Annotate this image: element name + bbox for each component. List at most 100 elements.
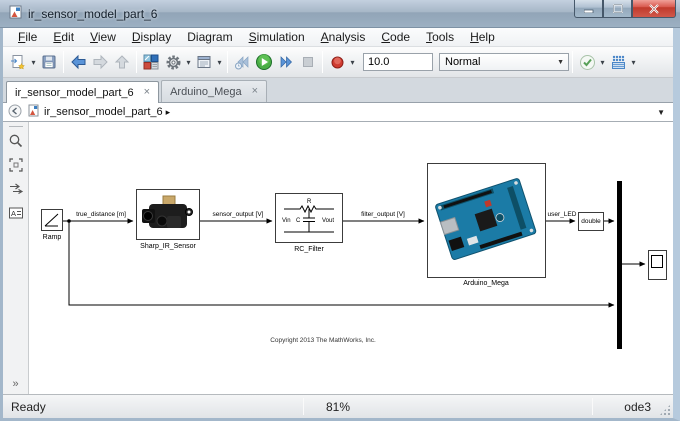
- solver-name[interactable]: ode3: [624, 399, 651, 414]
- arduino-mega-block[interactable]: [427, 163, 546, 278]
- maximize-button[interactable]: [603, 0, 632, 18]
- mux-block[interactable]: [617, 181, 622, 349]
- menu-display[interactable]: Display: [131, 30, 172, 44]
- model-explorer-button[interactable]: [193, 51, 215, 73]
- scope-block[interactable]: [648, 250, 667, 280]
- menu-tools[interactable]: Tools: [426, 30, 455, 44]
- build-button[interactable]: [607, 51, 629, 73]
- sim-mode-dropdown-icon: ▼: [557, 58, 564, 66]
- back-button[interactable]: [67, 51, 89, 73]
- breadcrumb-arrow-icon[interactable]: ▸: [165, 106, 171, 117]
- model-canvas[interactable]: Ramp Sharp_IR_Sensor R: [29, 122, 673, 394]
- toolbar: ▾ ▾ ▾: [3, 47, 673, 78]
- fit-to-view-button[interactable]: [6, 155, 26, 175]
- menu-bar: File Edit View Display Diagram Simulation Anal…: [3, 28, 673, 47]
- maximize-icon: [612, 4, 623, 13]
- ramp-block[interactable]: [41, 209, 63, 231]
- model-settings-button[interactable]: [162, 51, 184, 73]
- signal-label-sensor-output: sensor_output [V]: [212, 211, 264, 218]
- title-bar[interactable]: ir_sensor_model_part_6: [0, 0, 680, 28]
- step-forward-button[interactable]: [275, 51, 297, 73]
- fit-view-icon: [8, 158, 23, 172]
- run-button[interactable]: [253, 51, 275, 73]
- tab-label: Arduino_Mega: [170, 85, 242, 98]
- copyright-annotation: Copyright 2013 The MathWorks, Inc.: [270, 337, 376, 344]
- tab-close-icon[interactable]: ×: [251, 85, 259, 97]
- block-label-sharp: Sharp_IR_Sensor: [140, 243, 196, 250]
- library-browser-button[interactable]: [140, 51, 162, 73]
- status-separator: [303, 398, 304, 415]
- annotation-button[interactable]: A: [6, 203, 26, 223]
- rc-filter-block[interactable]: R Vin C Vout: [275, 193, 343, 243]
- main-area: A »: [3, 122, 673, 394]
- window-title: ir_sensor_model_part_6: [28, 6, 158, 21]
- gear-icon: [166, 55, 180, 69]
- model-explorer-caret[interactable]: ▾: [217, 57, 222, 67]
- signal-routing-button[interactable]: [6, 179, 26, 199]
- menu-diagram[interactable]: Diagram: [187, 30, 233, 44]
- status-bar: Ready 81% ode3: [3, 394, 673, 418]
- model-advisor-button[interactable]: [576, 51, 598, 73]
- signal-label-filter-output: filter_output [V]: [361, 211, 405, 218]
- new-model-button[interactable]: [7, 51, 29, 73]
- model-explorer-icon: [197, 56, 211, 68]
- sim-mode-value: Normal: [445, 56, 481, 68]
- close-button[interactable]: [632, 0, 676, 18]
- menu-help[interactable]: Help: [470, 30, 495, 44]
- data-type-conversion-block[interactable]: double: [578, 212, 604, 231]
- record-caret[interactable]: ▾: [350, 57, 355, 67]
- toolbar-separator: [136, 51, 137, 73]
- scope-icon: [651, 255, 663, 268]
- block-label-arduino: Arduino_Mega: [463, 280, 509, 287]
- forward-button[interactable]: [89, 51, 111, 73]
- build-caret[interactable]: ▾: [631, 57, 636, 67]
- sharp-ir-sensor-block[interactable]: [136, 189, 200, 240]
- new-model-caret[interactable]: ▾: [31, 57, 36, 67]
- tab-close-icon[interactable]: ×: [143, 86, 151, 98]
- record-button[interactable]: [326, 51, 348, 73]
- menu-simulation[interactable]: Simulation: [248, 30, 305, 44]
- save-button[interactable]: [38, 51, 60, 73]
- record-icon: [331, 56, 343, 68]
- save-icon: [42, 55, 56, 69]
- tab-arduino-mega[interactable]: Arduino_Mega ×: [161, 80, 268, 102]
- breadcrumb-model-icon: [28, 104, 40, 120]
- toolbar-separator: [572, 51, 573, 73]
- menu-file[interactable]: File: [18, 30, 38, 44]
- stop-time-input[interactable]: [363, 53, 433, 71]
- rc-pin-vout: Vout: [322, 218, 334, 224]
- menu-analysis[interactable]: Analysis: [320, 30, 366, 44]
- menu-code[interactable]: Code: [381, 30, 411, 44]
- svg-text:A: A: [11, 209, 16, 218]
- back-arrow-icon: [70, 54, 85, 70]
- breadcrumb-back-button[interactable]: [8, 104, 22, 121]
- breadcrumb-path[interactable]: ir_sensor_model_part_6: [44, 106, 163, 118]
- menu-view[interactable]: View: [90, 30, 116, 44]
- model-settings-caret[interactable]: ▾: [186, 57, 191, 67]
- double-arrow-icon: [9, 183, 23, 194]
- signal-wires: [63, 218, 646, 308]
- resize-grip[interactable]: [659, 404, 671, 416]
- zoom-level: 81%: [325, 399, 351, 414]
- palette-more-button[interactable]: »: [12, 378, 19, 390]
- tab-ir-sensor-model[interactable]: ir_sensor_model_part_6 ×: [6, 81, 160, 103]
- magnifier-icon: [9, 134, 22, 148]
- stop-button[interactable]: [297, 51, 319, 73]
- block-label-rc: RC_Filter: [294, 246, 324, 253]
- model-advisor-caret[interactable]: ▾: [600, 57, 605, 67]
- rc-pin-c: C: [296, 218, 301, 224]
- palette-divider: [8, 126, 23, 127]
- annotation-icon: A: [8, 207, 23, 219]
- tool-palette: A »: [3, 122, 29, 394]
- up-button[interactable]: [111, 51, 133, 73]
- run-icon: [256, 54, 272, 70]
- step-back-button[interactable]: [231, 51, 253, 73]
- sim-mode-select[interactable]: Normal ▼: [439, 53, 569, 71]
- status-message: Ready: [11, 399, 46, 414]
- menu-edit[interactable]: Edit: [53, 30, 75, 44]
- rc-pin-r: R: [307, 199, 312, 205]
- minimize-button[interactable]: [574, 0, 603, 18]
- breadcrumb-dropdown-icon[interactable]: ▼: [657, 107, 665, 117]
- new-model-icon: [11, 55, 25, 70]
- zoom-tool-button[interactable]: [6, 131, 26, 151]
